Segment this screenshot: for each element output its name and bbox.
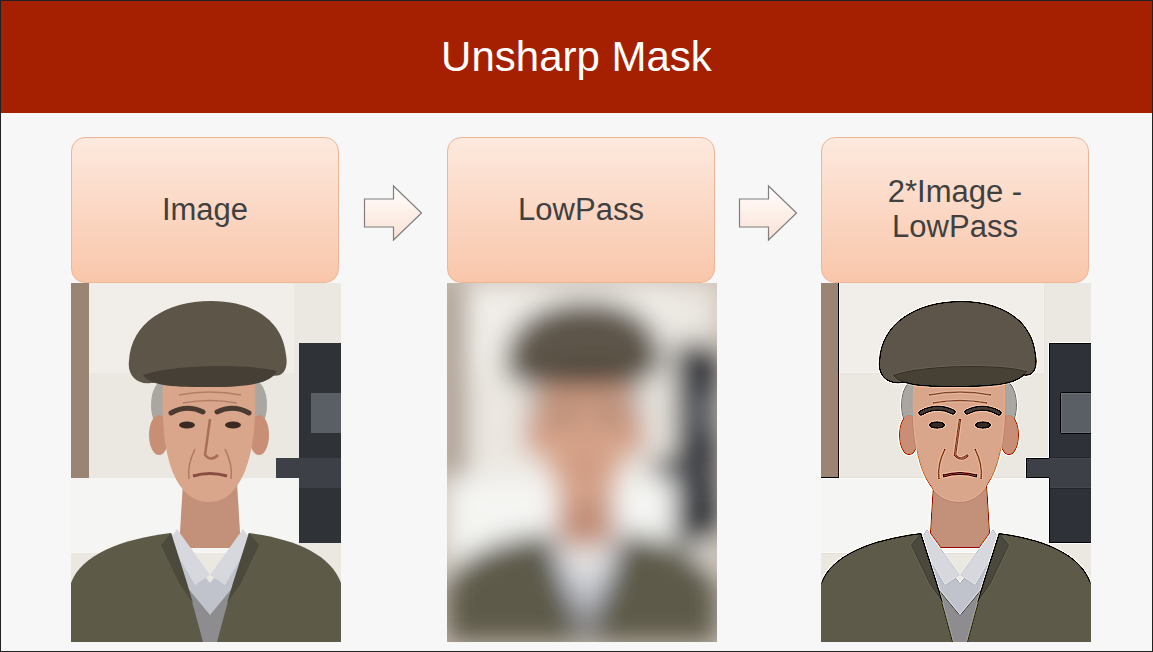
process-box: 2*Image - LowPass [821, 137, 1089, 283]
portrait [71, 283, 341, 642]
title-bar: Unsharp Mask [0, 0, 1153, 113]
portrait [821, 283, 1091, 642]
blurred-portrait [447, 283, 717, 642]
box-label: LowPass [518, 193, 644, 228]
sharpened-photo [821, 283, 1091, 642]
photo-ground [447, 283, 717, 642]
process-box: Image [71, 137, 339, 283]
slide-title: Unsharp Mask [441, 33, 712, 81]
box-label: Image [162, 193, 248, 228]
original-photo [71, 283, 341, 642]
portrait [447, 283, 717, 642]
box-label: 2*Image - LowPass [860, 175, 1050, 244]
process-box: LowPass [447, 137, 715, 283]
block-arrow [740, 186, 797, 240]
block-arrow [365, 186, 422, 240]
lowpass-photo [447, 283, 717, 642]
sharpened-portrait [821, 283, 1091, 642]
